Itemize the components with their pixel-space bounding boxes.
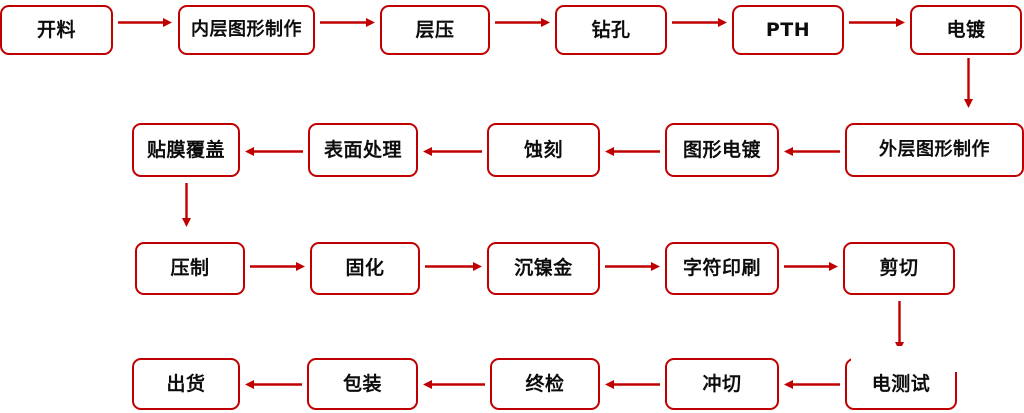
arrow-图形电镀-to-蚀刻 (605, 145, 660, 158)
arrow-开料-to-内层图形制作 (118, 16, 172, 29)
process-node-n18[interactable]: 冲切 (665, 358, 779, 410)
process-node-n04[interactable]: 钻孔 (555, 5, 667, 55)
arrow-电测试-to-冲切 (784, 378, 840, 391)
process-node-n06[interactable]: 电镀 (910, 5, 1022, 55)
arrow-固化-to-沉镍金 (425, 260, 482, 273)
process-node-n08[interactable]: 图形电镀 (665, 123, 779, 177)
arrow-沉镍金-to-字符印刷 (605, 260, 660, 273)
arrow-PTH-to-电镀 (849, 16, 905, 29)
process-node-n19[interactable]: 终检 (490, 358, 600, 410)
arrow-层压-to-钻孔 (495, 16, 550, 29)
process-node-n02[interactable]: 内层图形制作 (178, 5, 315, 55)
process-node-n16[interactable]: 剪切 (843, 242, 955, 295)
arrow-蚀刻-to-表面处理 (423, 145, 482, 158)
process-node-n14[interactable]: 沉镍金 (487, 242, 600, 295)
arrow-冲切-to-终检 (605, 378, 660, 391)
process-node-n03[interactable]: 层压 (380, 5, 490, 55)
arrow-压制-to-固化 (250, 260, 305, 273)
arrow-外层图形制作-to-图形电镀 (784, 145, 840, 158)
process-node-n20[interactable]: 包装 (307, 358, 418, 410)
process-node-n13[interactable]: 固化 (310, 242, 420, 295)
process-node-n10[interactable]: 表面处理 (308, 123, 418, 177)
arrow-内层图形制作-to-层压 (320, 16, 375, 29)
process-node-n17[interactable]: 电测试 (845, 358, 957, 410)
arrow-表面处理-to-贴膜覆盖 (245, 145, 303, 158)
arrow-贴膜覆盖-to-压制 (180, 183, 193, 227)
process-node-n15[interactable]: 字符印刷 (665, 242, 779, 295)
arrow-包装-to-出货 (245, 378, 302, 391)
arrow-终检-to-包装 (423, 378, 485, 391)
process-node-n21[interactable]: 出货 (132, 358, 240, 410)
process-node-n01[interactable]: 开料 (0, 5, 113, 55)
arrow-剪切-to-电测试 (893, 301, 906, 351)
process-node-n12[interactable]: 压制 (135, 242, 245, 295)
process-node-n07[interactable]: 外层图形制作 (845, 123, 1024, 177)
process-node-n11[interactable]: 贴膜覆盖 (132, 123, 240, 177)
process-node-n05[interactable]: PTH (732, 5, 844, 55)
arrow-字符印刷-to-剪切 (784, 260, 838, 273)
arrow-电镀-to-外层图形制作 (962, 58, 975, 108)
arrow-钻孔-to-PTH (672, 16, 727, 29)
process-node-n09[interactable]: 蚀刻 (487, 123, 600, 177)
